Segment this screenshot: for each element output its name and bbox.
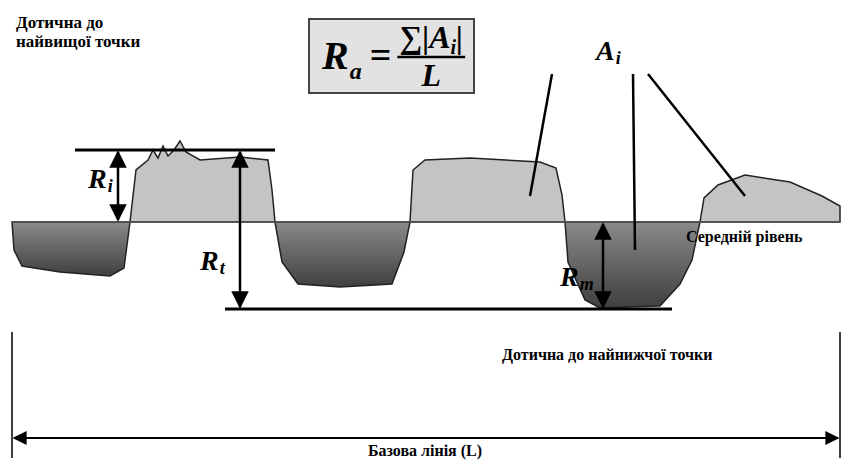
formula-numerator: | — [456, 20, 463, 55]
ri-dimension — [117, 152, 120, 220]
bottom-tangent — [225, 308, 672, 311]
formula-subscript: a — [350, 58, 362, 84]
tangent-note: Дотична до найнижчої точки — [502, 346, 712, 364]
base-tick-right — [839, 332, 841, 458]
dimension-symbol: R — [560, 262, 579, 293]
ai-leaders — [530, 74, 745, 250]
formula-equals: = — [370, 35, 392, 77]
formula-symbol: R — [322, 34, 349, 78]
callout-subscript: i — [616, 49, 621, 69]
dimension-subscript: t — [220, 259, 225, 279]
base-line-label: Базова лінія (L) — [368, 442, 482, 460]
formula-subscript: i — [451, 36, 457, 58]
formula-numerator: ∑|A — [399, 20, 450, 55]
base-dimension — [14, 437, 838, 439]
formula-box: Ra =∑|Ai| L — [308, 18, 475, 94]
valleys — [12, 222, 700, 308]
formula-denominator: L — [421, 58, 441, 93]
dimension-symbol: R — [200, 246, 219, 277]
dimension-subscript: i — [108, 177, 113, 197]
mean-line — [12, 221, 840, 223]
mean-line-label: Середній рівень — [686, 228, 802, 246]
dimension-subscript: m — [580, 275, 594, 295]
base-tick-left — [11, 332, 13, 458]
top-tangent — [75, 149, 275, 152]
rm-dimension — [602, 224, 605, 307]
dimension-symbol: R — [88, 164, 107, 195]
callout-symbol: A — [596, 36, 615, 67]
tangent-note: Дотична до найвищої точки — [16, 14, 176, 51]
rt-dimension — [239, 152, 242, 307]
